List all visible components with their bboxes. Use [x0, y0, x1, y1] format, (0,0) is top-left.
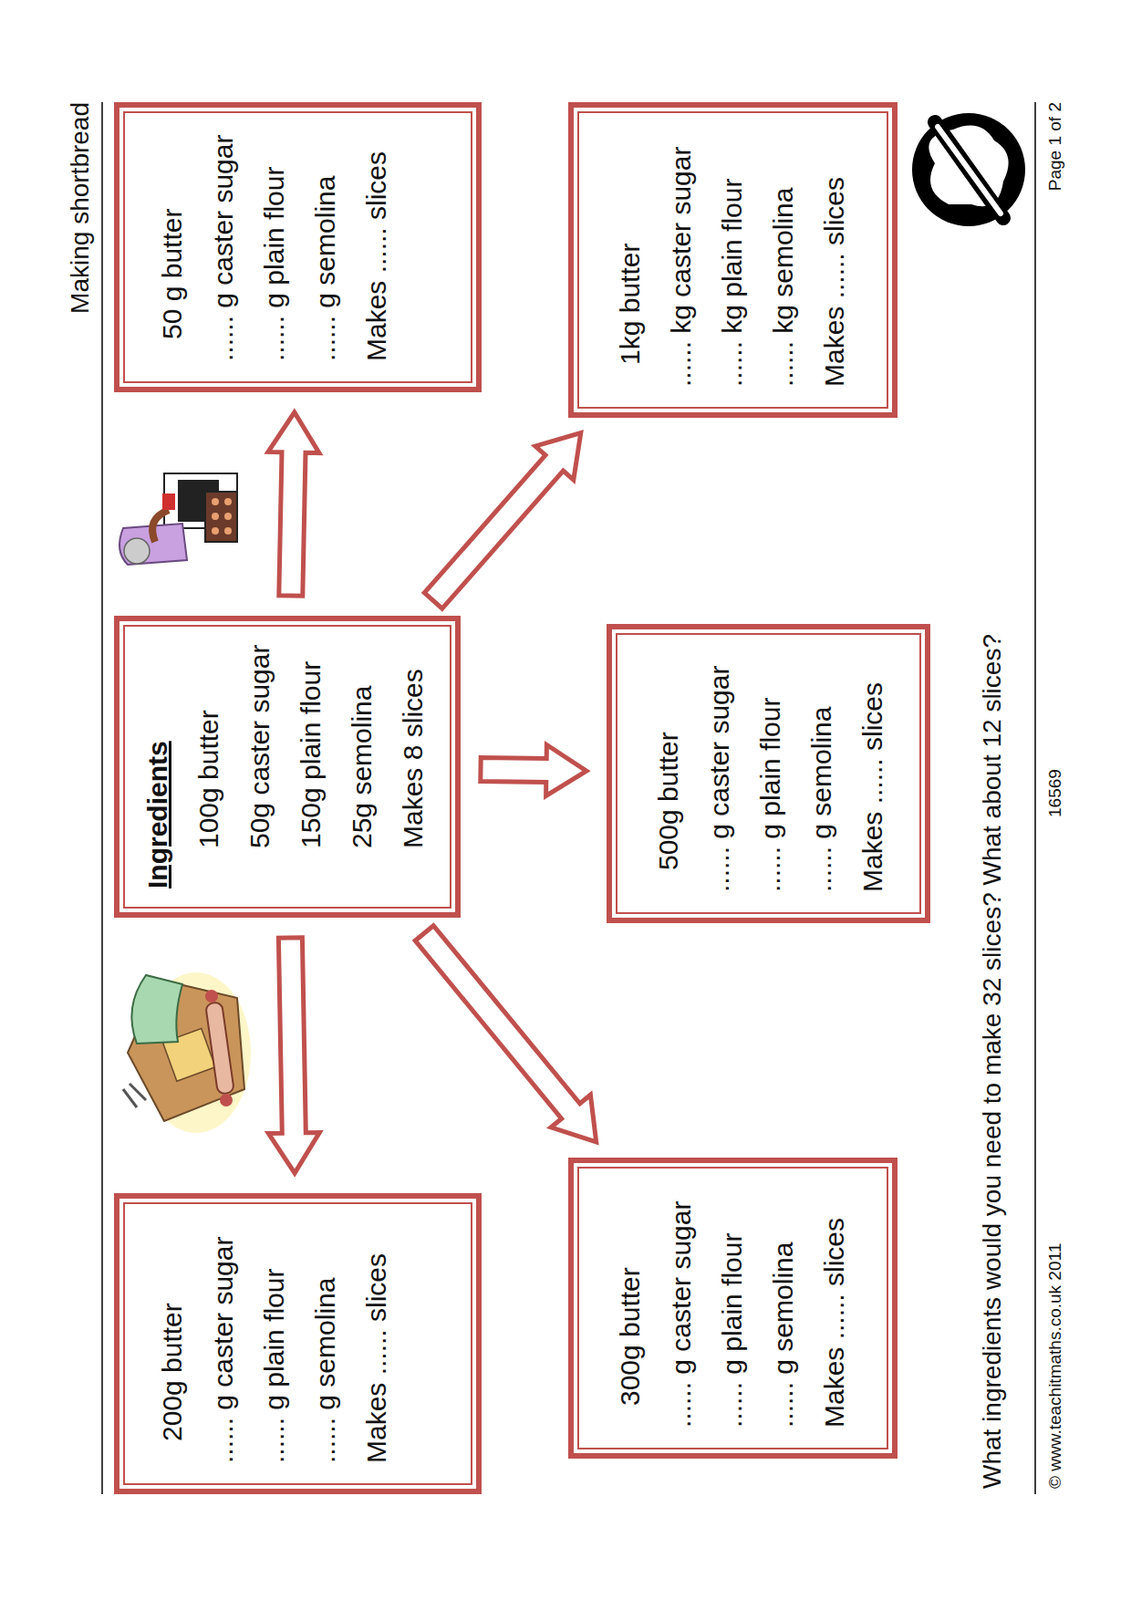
recipe-box: 50 g butter...... g caster sugar...... g…	[114, 102, 482, 393]
ingredient-line: Makes ...... slices	[809, 1186, 861, 1453]
ingredient-line: Makes ...... slices	[351, 1222, 403, 1489]
rolling-pin-icon	[912, 113, 1026, 227]
footer-text: 16569	[1045, 768, 1066, 818]
ingredient-line: ...... g caster sugar	[197, 1222, 250, 1489]
ingredient-line: ...... g semolina	[300, 131, 352, 387]
ingredient-line: 50 g butter	[146, 131, 198, 387]
footer-rule	[1034, 102, 1037, 1495]
ingredient-line: Makes ...... slices	[847, 653, 899, 918]
ingredient-line: 500g butter	[643, 653, 695, 918]
ingredient-line: ...... g plain flour	[745, 653, 797, 918]
block-arrow	[480, 745, 587, 797]
recipe-box: 300g butter...... g caster sugar...... g…	[568, 1157, 898, 1459]
ingredient-line: 1kg butter	[604, 131, 656, 413]
ingredient-line: 300g butter	[604, 1186, 656, 1453]
ingredient-line: ...... kg caster sugar	[655, 131, 707, 413]
question-text: What ingredients would you need to make …	[977, 633, 1007, 1489]
ingredient-line: ...... g caster sugar	[197, 131, 250, 387]
ingredient-line: 200g butter	[146, 1222, 198, 1489]
ingredient-line: ...... kg plain flour	[706, 131, 758, 413]
ingredient-line: Makes ...... slices	[351, 131, 403, 387]
header-rule	[101, 102, 104, 1495]
ingredient-line: 100g butter	[183, 644, 235, 913]
page-title: Making shortbread	[65, 102, 95, 314]
recipe-box: 500g butter...... g caster sugar...... g…	[606, 623, 931, 924]
ingredient-line: ...... g semolina	[757, 1186, 810, 1453]
footer-text: Page 1 of 2	[1045, 102, 1066, 191]
ingredient-line: ...... g plain flour	[249, 1222, 301, 1489]
ingredient-line: ...... g semolina	[300, 1222, 352, 1489]
ingredients-clipart	[123, 972, 251, 1133]
block-arrow	[268, 937, 320, 1173]
block-arrow	[268, 412, 320, 596]
ingredient-line: ...... g plain flour	[249, 131, 301, 387]
recipe-box: Ingredients100g butter50g caster sugar15…	[114, 615, 461, 918]
ingredient-line: 25g semolina	[336, 644, 388, 913]
box-heading: Ingredients	[132, 644, 184, 913]
footer-text: © www.teachitmaths.co.uk 2011	[1045, 1243, 1066, 1489]
ingredient-line: ...... g plain flour	[706, 1186, 758, 1453]
ingredient-line: 150g plain flour	[285, 644, 337, 913]
block-arrow	[415, 925, 597, 1142]
ingredient-line: ...... kg semolina	[757, 131, 810, 413]
ingredient-line: 50g caster sugar	[234, 644, 286, 913]
ingredient-line: ...... g caster sugar	[694, 653, 746, 918]
baker-clipart	[119, 473, 238, 565]
recipe-box: 200g butter...... g caster sugar...... g…	[114, 1193, 482, 1495]
block-arrow	[424, 433, 582, 610]
ingredient-line: Makes 8 slices	[387, 644, 439, 913]
ingredient-line: ...... g semolina	[796, 653, 848, 918]
ingredient-line: Makes ...... slices	[809, 131, 861, 413]
ingredient-line: ...... g caster sugar	[655, 1186, 707, 1453]
recipe-box: 1kg butter...... kg caster sugar...... k…	[568, 102, 898, 418]
